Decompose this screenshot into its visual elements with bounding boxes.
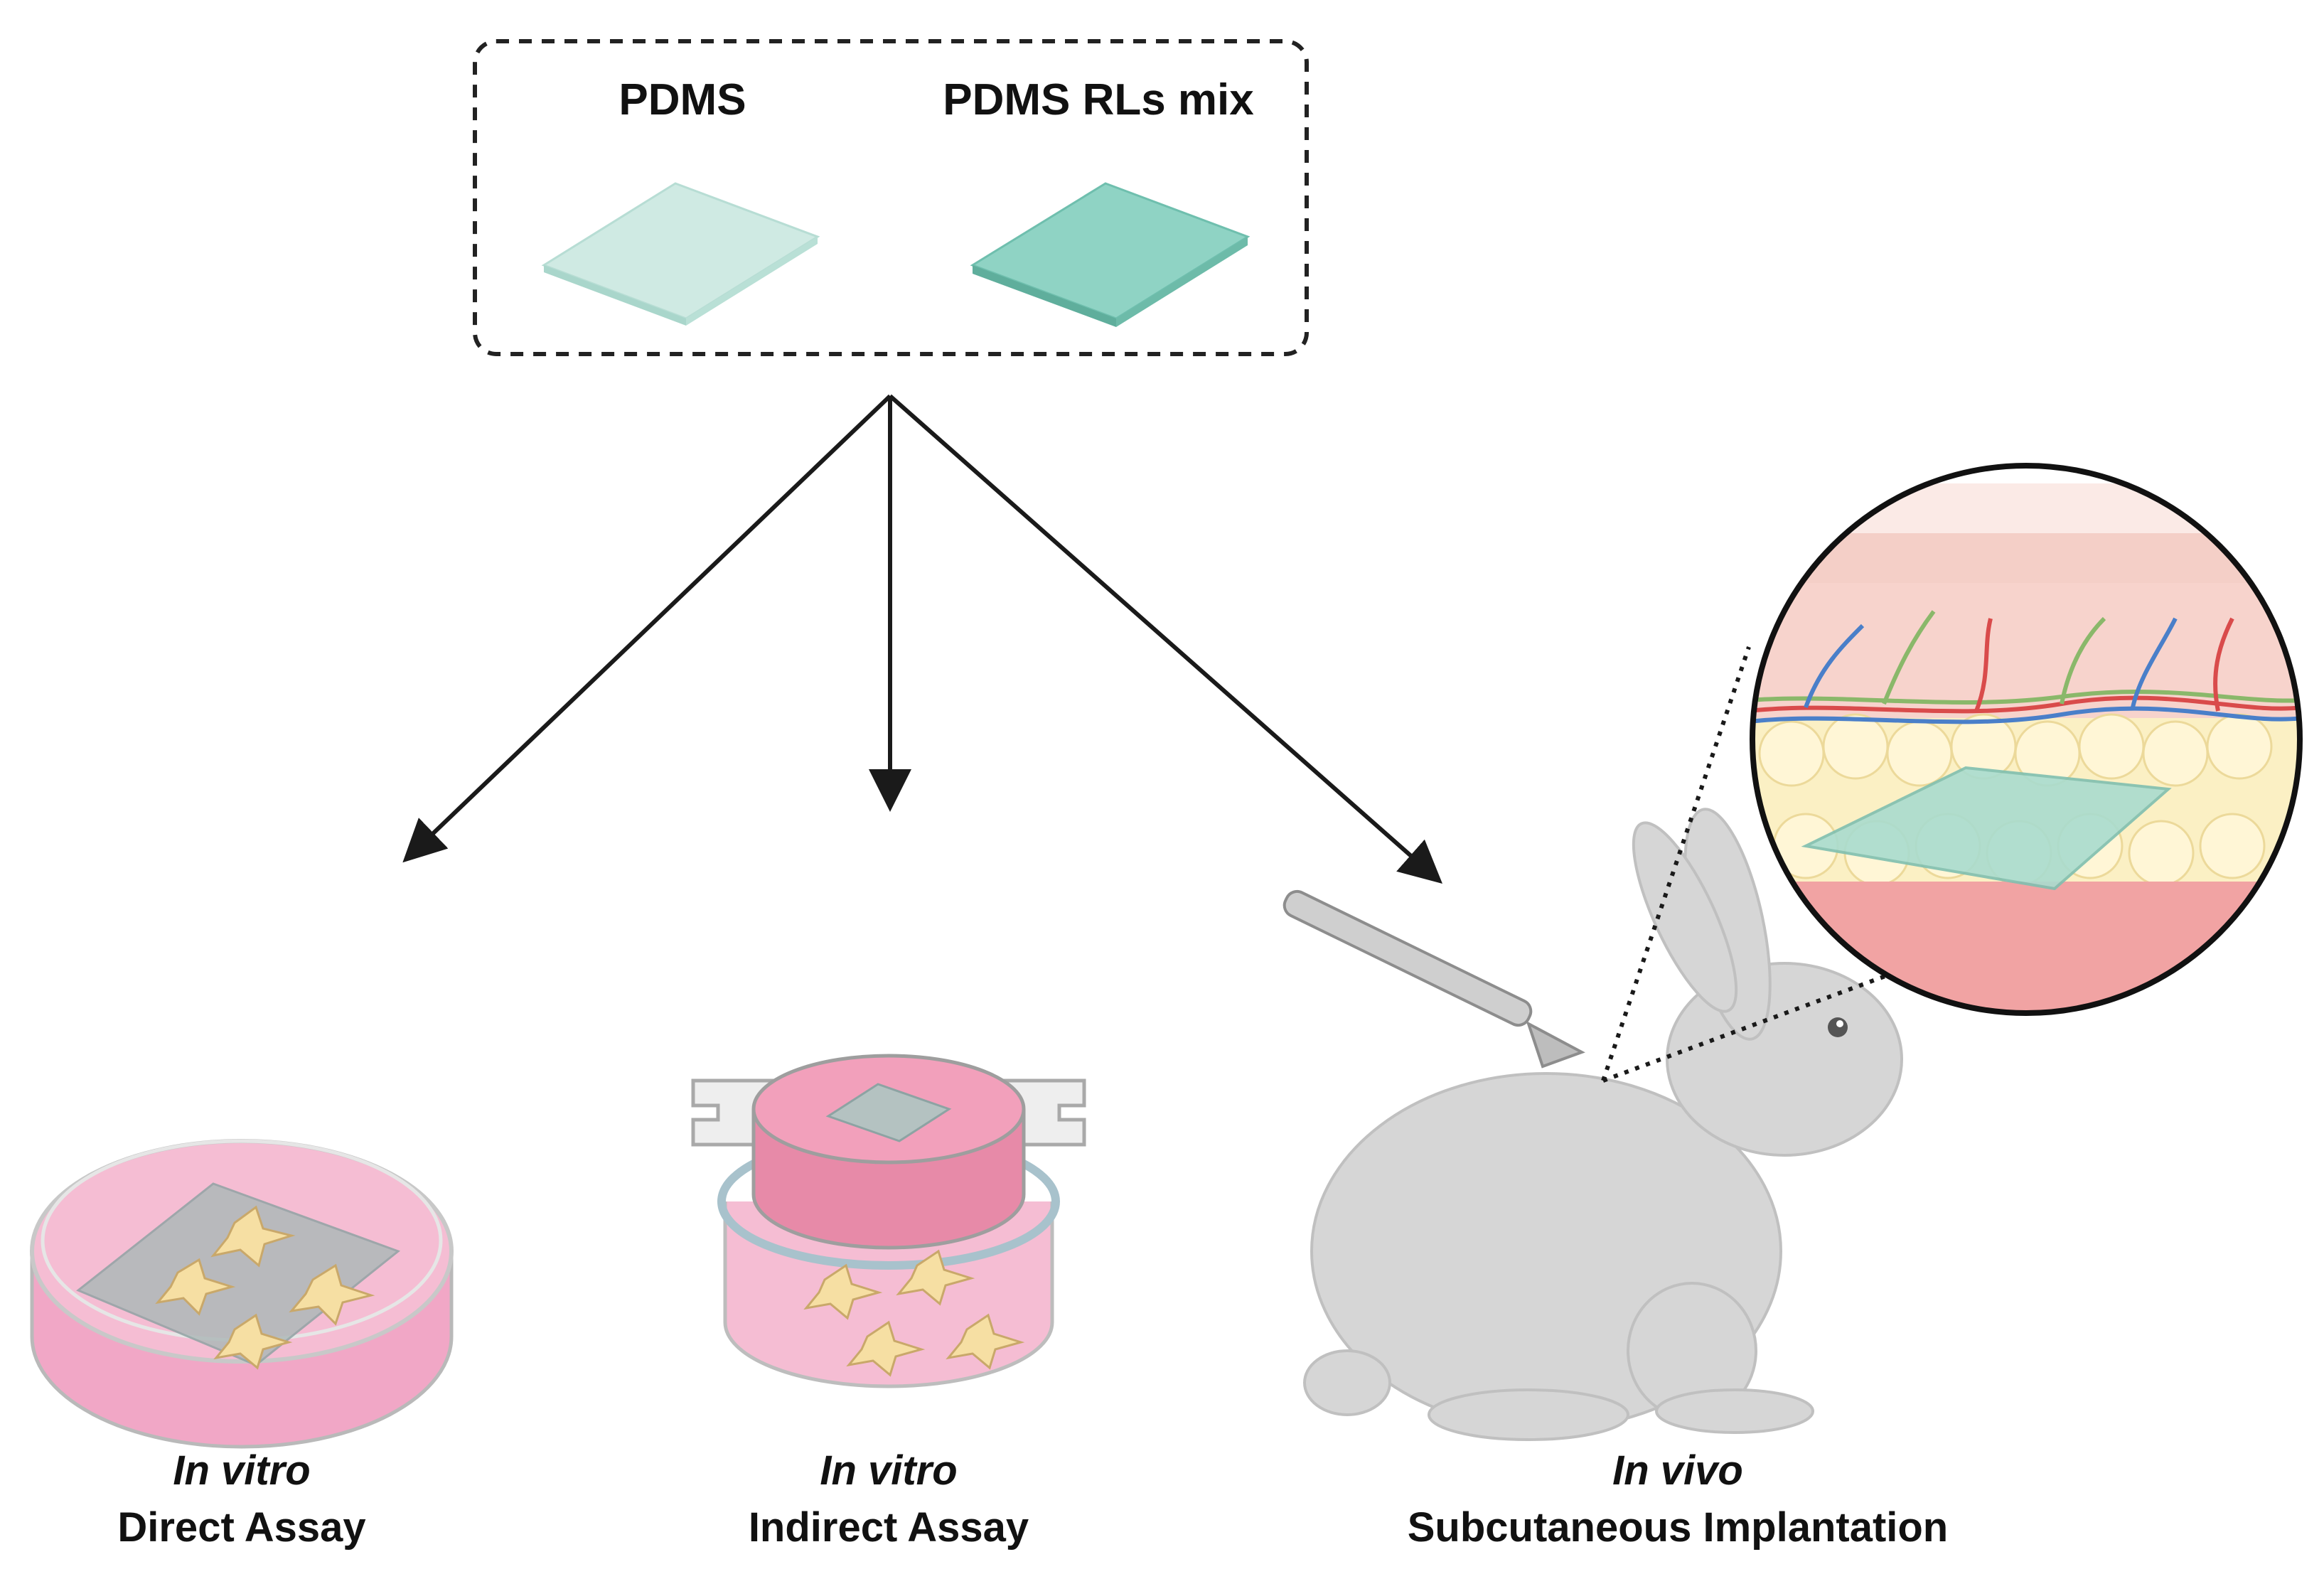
- transwell-indirect: [691, 1054, 1086, 1388]
- rabbit: [1303, 808, 1903, 1441]
- materials-box: [473, 39, 1309, 356]
- tissue-cross-section: [1750, 463, 2303, 1016]
- indirect-assay-line2: Indirect Assay: [748, 1504, 1029, 1551]
- branch-arrows: [402, 394, 1442, 884]
- pdms-rls-mix-label: PDMS RLs mix: [943, 75, 1254, 124]
- arrow-to-vivo: [889, 394, 1442, 884]
- petri-dish-direct: [30, 1139, 454, 1449]
- pdms-label: PDMS: [619, 75, 746, 124]
- zoom-lines: [1601, 646, 1892, 1083]
- scalpel: [1283, 889, 1585, 1069]
- direct-assay-line2: Direct Assay: [117, 1504, 366, 1551]
- pdms-rls-mix-sheet: [970, 182, 1251, 327]
- indirect-assay-line1: In vitro: [820, 1447, 958, 1494]
- arrow-to-direct: [402, 394, 892, 863]
- direct-assay-line1: In vitro: [173, 1447, 311, 1494]
- in-vivo-line2: Subcutaneous Implantation: [1407, 1504, 1949, 1551]
- in-vivo-line1: In vivo: [1612, 1447, 1743, 1494]
- pdms-sheet: [541, 182, 820, 326]
